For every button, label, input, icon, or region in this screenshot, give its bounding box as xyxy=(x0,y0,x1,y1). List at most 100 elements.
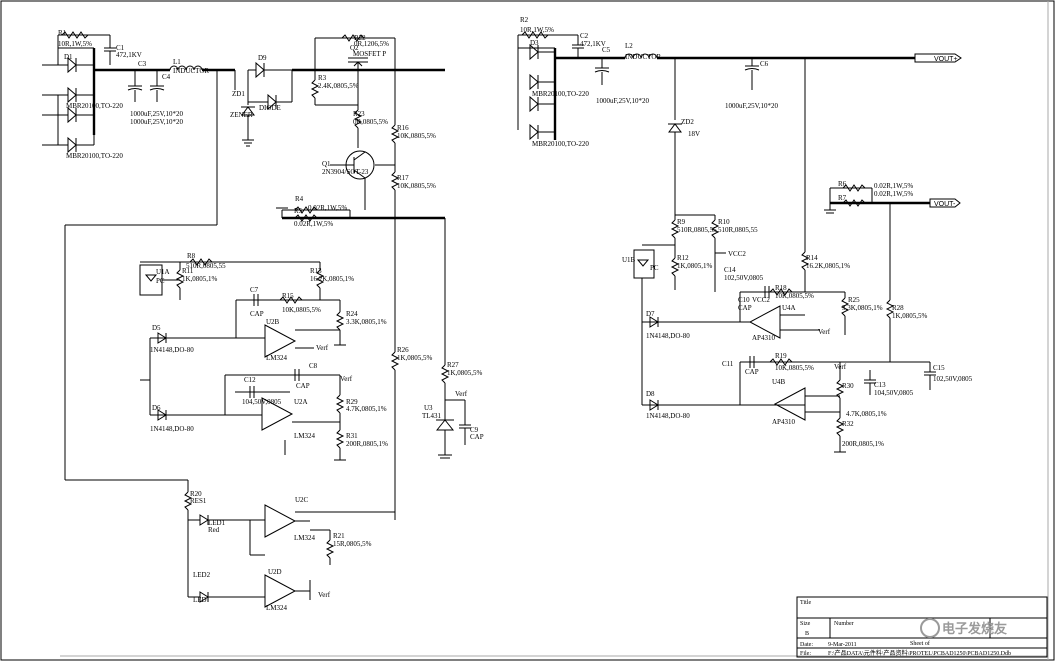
label-c11-cap: CAP xyxy=(745,368,759,376)
label-c3-value: 1000uF,25V,10*20 xyxy=(130,110,183,118)
label-d6: D6 xyxy=(152,404,161,412)
label-r12: R12 xyxy=(677,254,689,262)
left-sense-resistors xyxy=(64,206,445,481)
label-vcc2-u4a: VCC2 xyxy=(752,296,770,304)
label-q1: Q1 xyxy=(322,160,331,168)
label-r6: R6 xyxy=(838,180,847,188)
left-opamp-u2a xyxy=(140,338,400,520)
label-c6-value: 1000uF,25V,10*20 xyxy=(725,102,778,110)
label-c10-cap: CAP xyxy=(738,304,752,312)
label-r9-value: 510R,0805,55 xyxy=(677,226,717,234)
label-r17-value: 10K,0805,5% xyxy=(397,182,436,190)
label-d1-value-2: MBR20100,TO-220 xyxy=(66,152,123,160)
label-vcc2: VCC2 xyxy=(728,250,746,258)
label-d6-value: 1N4148,DO-80 xyxy=(150,425,194,433)
label-u2d: U2D xyxy=(268,568,282,576)
label-c8: C8 xyxy=(309,362,318,370)
label-r1-value: 10R,1W,5% xyxy=(58,40,92,48)
label-r24-value: 3.3K,0805,1% xyxy=(346,318,387,326)
label-r6-value: 0.02R,1W,5% xyxy=(874,182,913,190)
label-c2: C2 xyxy=(580,32,589,40)
watermark-logo-icon xyxy=(920,618,940,638)
left-tl431-reference xyxy=(435,218,471,459)
label-d7-value: 1N4148,DO-80 xyxy=(646,332,690,340)
title-block-file-label: File: xyxy=(800,651,811,657)
label-r29: R29 xyxy=(346,398,358,406)
label-r7: R7 xyxy=(838,194,847,202)
right-input-rectifier xyxy=(517,31,962,141)
label-r31: R31 xyxy=(346,432,358,440)
label-u2d-part: LM324 xyxy=(266,604,288,612)
label-r11: R11 xyxy=(182,267,194,275)
label-led1: LED1 xyxy=(208,519,226,527)
label-r23: R23 xyxy=(353,110,365,118)
label-r15-value: 10K,0805,5% xyxy=(282,306,321,314)
label-zd2: ZD2 xyxy=(681,118,694,126)
label-c2-value: 472,1KV xyxy=(580,40,606,48)
title-block-sheet-label: Sheet of xyxy=(910,640,930,647)
title-block-number-label: Number xyxy=(834,621,854,627)
label-c6: C6 xyxy=(760,60,769,68)
label-r11-value: 1K,0805,1% xyxy=(182,275,218,283)
label-verf-u3: Verf xyxy=(455,390,468,398)
title-block-date-value: 9-Mar-2011 xyxy=(828,642,857,648)
label-r32-value-2: 200R,0805,1% xyxy=(842,440,884,448)
label-d3: D3 xyxy=(530,39,539,47)
left-optocoupler-u1a xyxy=(139,258,325,300)
label-r7-value: 0.02R,1W,5% xyxy=(874,190,913,198)
label-c15: C15 xyxy=(933,364,945,372)
label-led2-value: LED xyxy=(193,596,207,604)
label-r19-value: 10K,0805,5% xyxy=(775,364,814,372)
label-d3-value: MBR20100,TO-220 xyxy=(532,90,589,98)
label-r4-value: 0.02R,1W,5% xyxy=(308,204,347,212)
label-u1b: U1B xyxy=(622,256,636,264)
label-r29-value: 4.7K,0805,1% xyxy=(346,405,387,413)
label-r21-value: 15R,0805,5% xyxy=(333,540,372,548)
label-u3: U3 xyxy=(424,404,433,412)
label-c5-value: 1000uF,25V,10*20 xyxy=(596,97,649,105)
component-labels: R1 10R,1W,5% C1 472,1KV D1 MBR20100,TO-2… xyxy=(58,16,973,612)
watermark-text: 电子发烧友 xyxy=(942,621,1007,637)
label-r22: R22 xyxy=(354,34,366,42)
label-u2c: U2C xyxy=(295,496,309,504)
label-r20-value: RES1 xyxy=(190,497,207,505)
label-d9-value: DIODE xyxy=(259,104,281,112)
label-r8: R8 xyxy=(187,252,196,260)
label-zd2-value: 18V xyxy=(688,130,700,138)
right-opamp-u4b xyxy=(642,356,936,453)
label-u1a: U1A xyxy=(156,268,170,276)
label-verf-u4b: Verf xyxy=(834,363,847,371)
label-c11: C11 xyxy=(722,360,734,368)
label-r16-value: 10K,0805,5% xyxy=(397,132,436,140)
left-input-rectifier xyxy=(42,31,235,225)
label-verf-u2d: Verf xyxy=(318,591,331,599)
label-u4a: U4A xyxy=(782,304,796,312)
label-r20: R20 xyxy=(190,490,202,498)
label-r1: R1 xyxy=(58,29,67,37)
right-zener-and-bias xyxy=(633,58,726,405)
label-r30: R30 xyxy=(842,382,854,390)
label-r5-value: 0.02R,1W,5% xyxy=(294,220,333,228)
label-r21: R21 xyxy=(333,532,345,540)
label-l2: L2 xyxy=(625,42,633,50)
right-sense-resistors xyxy=(824,184,961,362)
label-r25: R25 xyxy=(848,296,860,304)
label-u3-value: TL431 xyxy=(422,412,442,420)
label-r13: R13 xyxy=(310,267,322,275)
left-led-indicators xyxy=(183,480,395,608)
label-r3: R3 xyxy=(318,74,327,82)
label-c4-value: 1000uF,25V,10*20 xyxy=(130,118,183,126)
label-r9: R9 xyxy=(677,218,686,226)
label-r10: R10 xyxy=(718,218,730,226)
label-r24: R24 xyxy=(346,310,358,318)
label-c9-cap: CAP xyxy=(470,433,484,441)
left-mosfet-switch xyxy=(310,34,400,345)
label-c13-value: 104,50V,0805 xyxy=(874,389,914,397)
label-d8-value: 1N4148,DO-80 xyxy=(646,412,690,420)
label-led2: LED2 xyxy=(193,571,211,579)
label-r23-value: 0R,0805,5% xyxy=(353,118,388,126)
label-u4b-part: AP4310 xyxy=(772,418,795,426)
label-c1: C1 xyxy=(116,44,125,52)
label-c3: C3 xyxy=(138,60,147,68)
label-r27: R27 xyxy=(447,361,459,369)
